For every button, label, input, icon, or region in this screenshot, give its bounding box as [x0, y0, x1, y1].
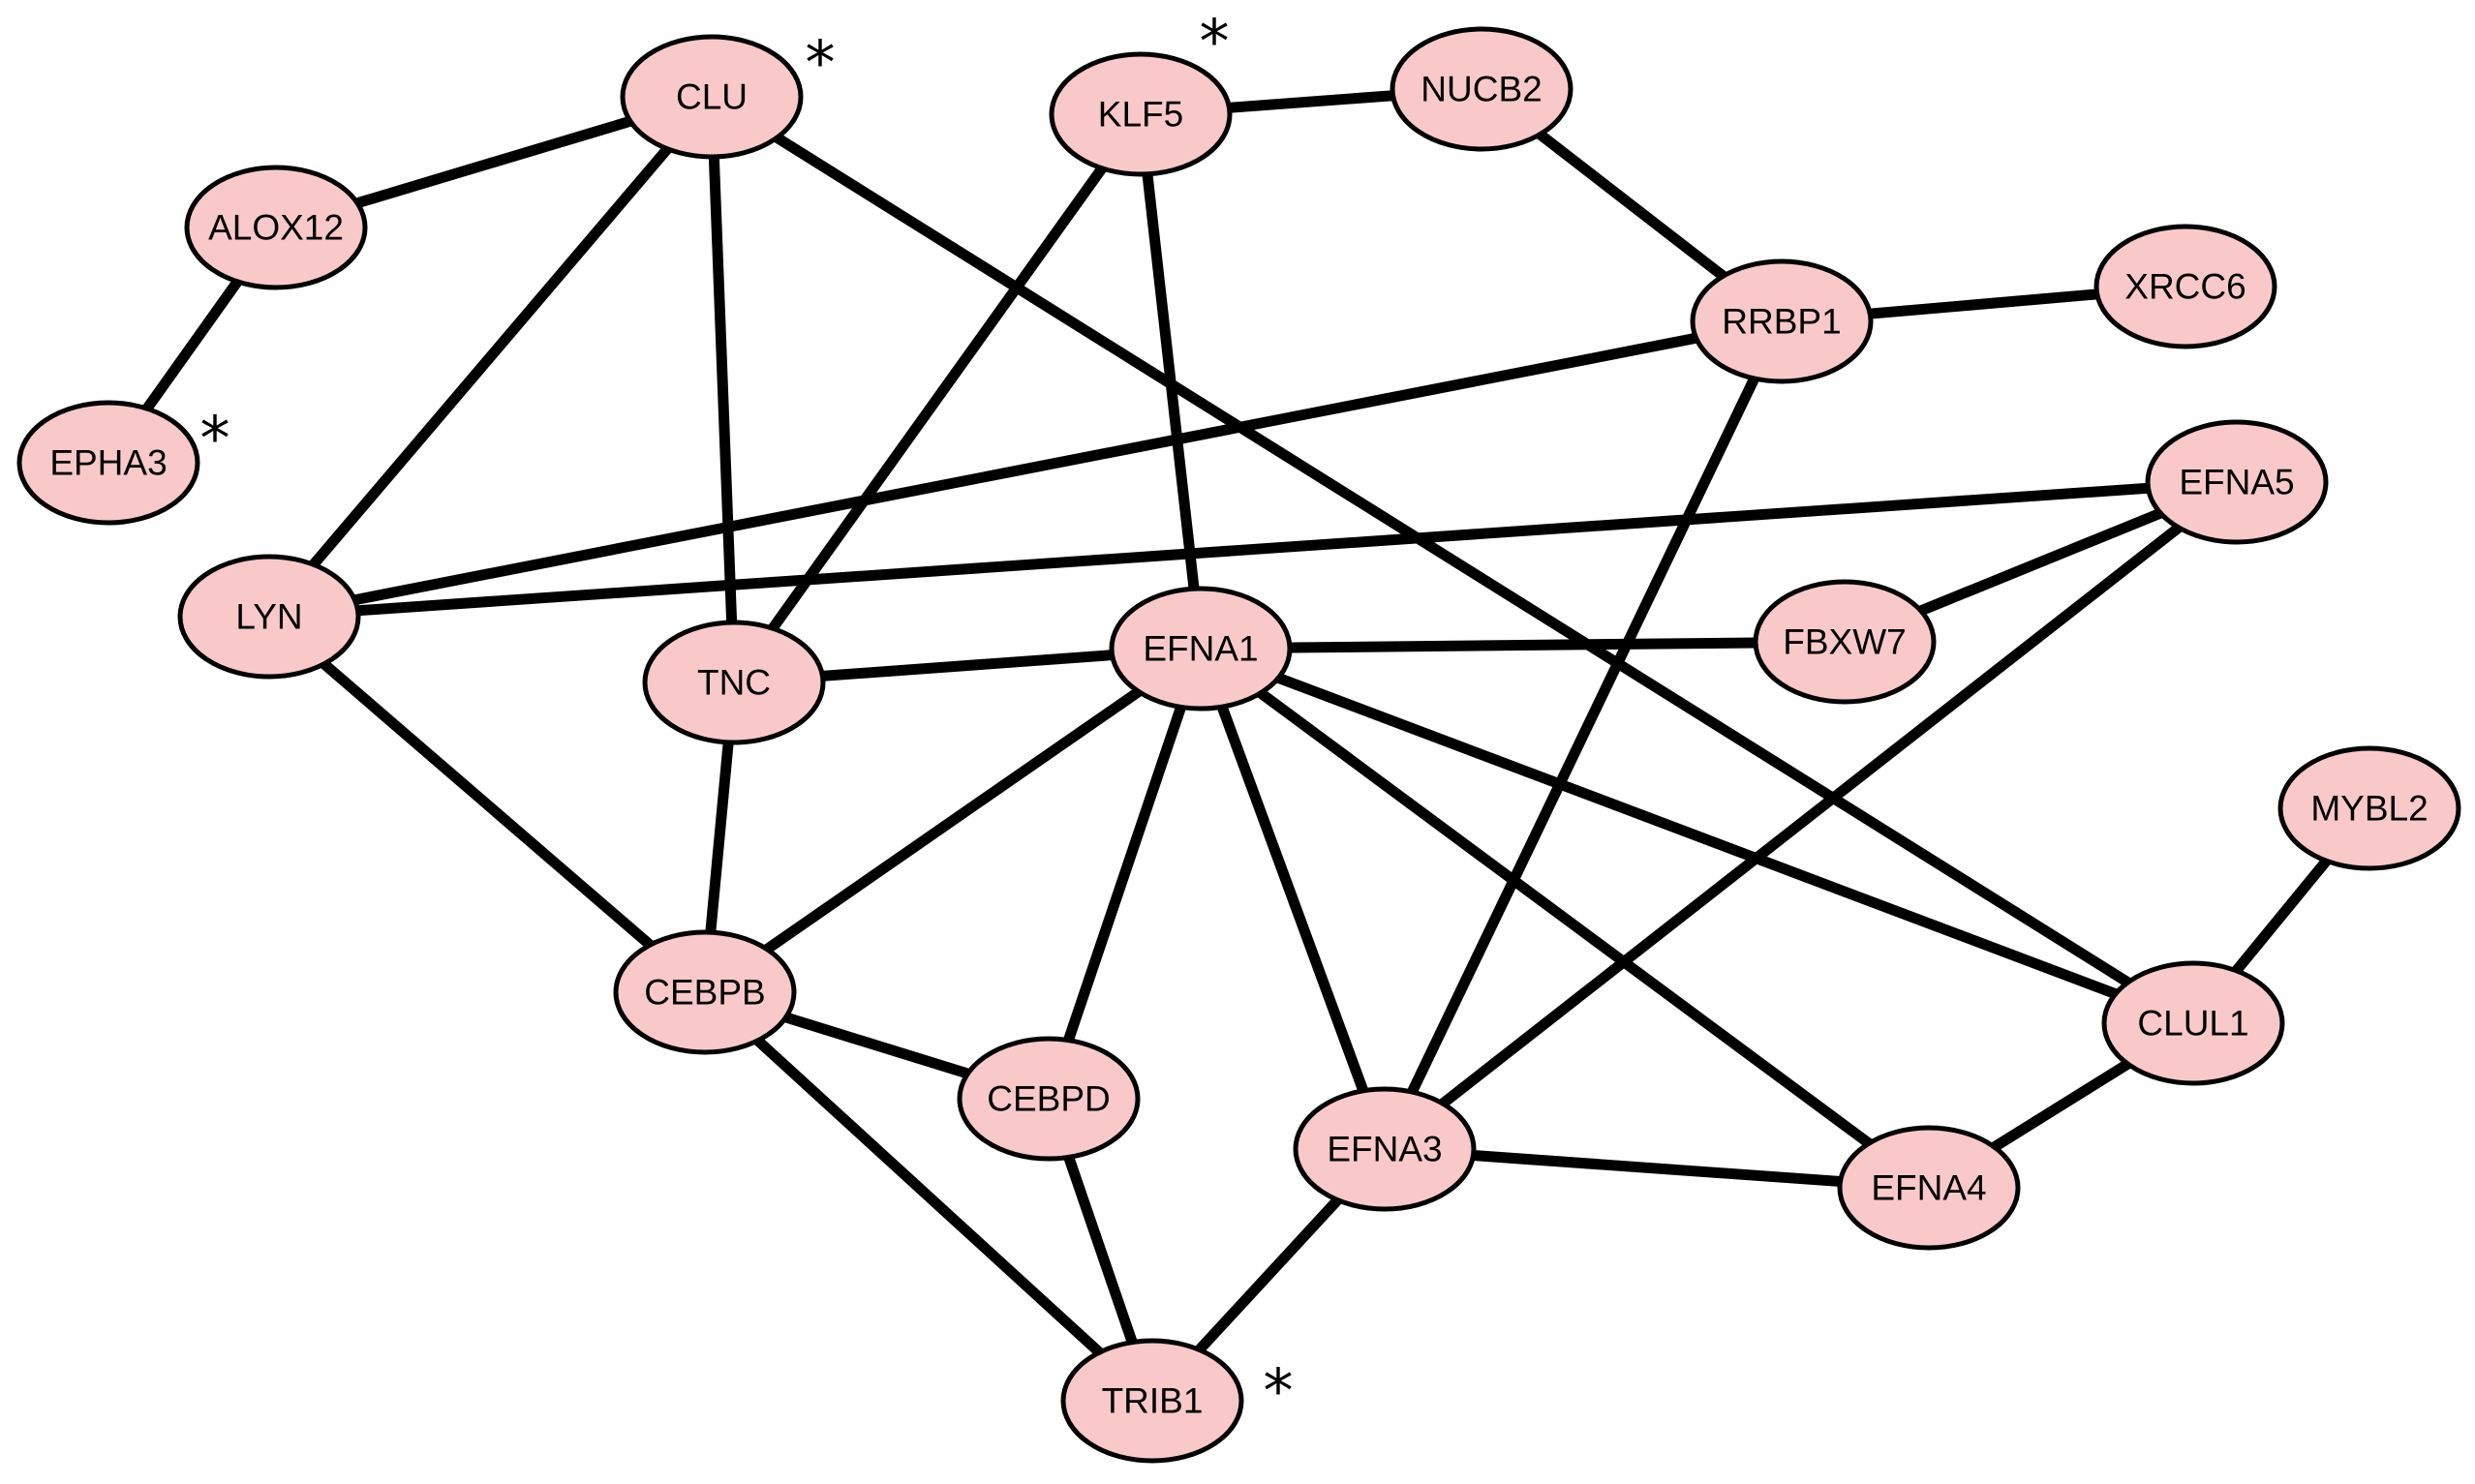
edge-efna5-lyn: [263, 476, 2243, 622]
node-cebpb: CEBPB: [613, 929, 797, 1055]
node-label: XRCC6: [2124, 267, 2246, 307]
node-ellipse: [1109, 586, 1293, 712]
node-efna3: EFNA3: [1293, 1086, 1477, 1212]
node-ellipse: [1060, 1338, 1244, 1464]
node-label: TNC: [697, 663, 771, 703]
edge-efna5-efna3: [1379, 476, 2243, 1155]
node-ellipse: [613, 929, 797, 1055]
node-ellipse: [177, 554, 361, 680]
edge-efna1-efna4: [1195, 643, 1935, 1194]
node-lyn: LYN: [177, 554, 361, 680]
node-label: CEBPB: [644, 973, 765, 1013]
edge-clu-tnc: [706, 91, 740, 688]
node-ellipse: [1690, 258, 1874, 384]
edge-klf5-efna1: [1135, 108, 1207, 654]
asterisk-marker: *: [1200, 7, 1230, 77]
node-ellipse: [2145, 419, 2329, 545]
asterisk-marker: *: [200, 404, 230, 474]
node-label: FBXW7: [1783, 622, 1906, 662]
edge-efna1-cebpd: [1043, 643, 1207, 1105]
node-label: CEBPD: [987, 1079, 1110, 1119]
edge-klf5-tnc: [728, 108, 1146, 688]
node-ellipse: [1390, 26, 1574, 152]
node-label: ALOX12: [208, 208, 344, 248]
asterisk-marker: *: [1264, 1356, 1294, 1427]
node-label: CLU: [676, 77, 748, 117]
node-mybl2: MYBL2: [2277, 745, 2461, 871]
node-nucb2: NUCB2: [1390, 26, 1574, 152]
node-tnc: TNC: [642, 620, 826, 745]
node-efna4: EFNA4: [1837, 1125, 2021, 1251]
node-clul1: CLUL1: [2101, 960, 2285, 1086]
node-label: EFNA1: [1143, 629, 1258, 669]
node-label: NUCB2: [1421, 70, 1542, 109]
node-ellipse: [16, 400, 200, 526]
node-trib1: TRIB1 *: [1060, 1338, 1294, 1464]
edge-cebpb-trib1: [699, 986, 1158, 1407]
node-ellipse: [957, 1036, 1141, 1162]
node-ellipse: [2093, 224, 2277, 349]
node-label: LYN: [235, 597, 302, 637]
node-label: EFNA3: [1327, 1130, 1442, 1169]
node-ellipse: [1753, 579, 1937, 705]
node-label: KLF5: [1098, 95, 1183, 135]
node-ellipse: [1049, 51, 1233, 177]
edge-efna1-cebpb: [699, 643, 1207, 998]
node-ellipse: [2277, 745, 2461, 871]
node-ellipse: [620, 34, 804, 160]
node-label: MYBL2: [2310, 789, 2428, 829]
asterisk-marker: *: [806, 28, 836, 99]
edges-layer: [103, 83, 2375, 1407]
node-xrcc6: XRCC6: [2093, 224, 2277, 349]
node-label: EFNA5: [2179, 463, 2294, 502]
edge-efna1-efna3: [1195, 643, 1390, 1155]
node-ellipse: [1293, 1086, 1477, 1212]
node-ellipse: [184, 165, 368, 290]
node-label: TRIB1: [1102, 1381, 1204, 1421]
node-epha3: EPHA3 *: [16, 400, 230, 526]
node-rrbp1: RRBP1: [1690, 258, 1874, 384]
edge-clu-clul1: [706, 91, 2199, 1029]
node-ellipse: [1837, 1125, 2021, 1251]
node-label: RRBP1: [1722, 302, 1841, 342]
node-alox12: ALOX12: [184, 165, 368, 290]
node-ellipse: [2101, 960, 2285, 1086]
edge-efna1-clul1: [1195, 643, 2199, 1029]
node-fbxw7: FBXW7: [1753, 579, 1937, 705]
node-ellipse: [642, 620, 826, 745]
edge-rrbp1-lyn: [263, 316, 1788, 622]
node-efna1: EFNA1: [1109, 586, 1293, 712]
node-label: CLUL1: [2137, 1004, 2248, 1044]
node-label: EFNA4: [1871, 1168, 1986, 1208]
node-clu: CLU *: [620, 28, 836, 160]
node-klf5: KLF5 *: [1049, 7, 1233, 177]
node-label: EPHA3: [49, 443, 167, 483]
edge-rrbp1-efna3: [1379, 316, 1788, 1155]
node-efna5: EFNA5: [2145, 419, 2329, 545]
edge-lyn-cebpb: [263, 611, 711, 998]
edge-clu-lyn: [263, 91, 718, 622]
edge-efna1-fbxw7: [1195, 636, 1850, 654]
node-cebpd: CEBPD: [957, 1036, 1141, 1162]
